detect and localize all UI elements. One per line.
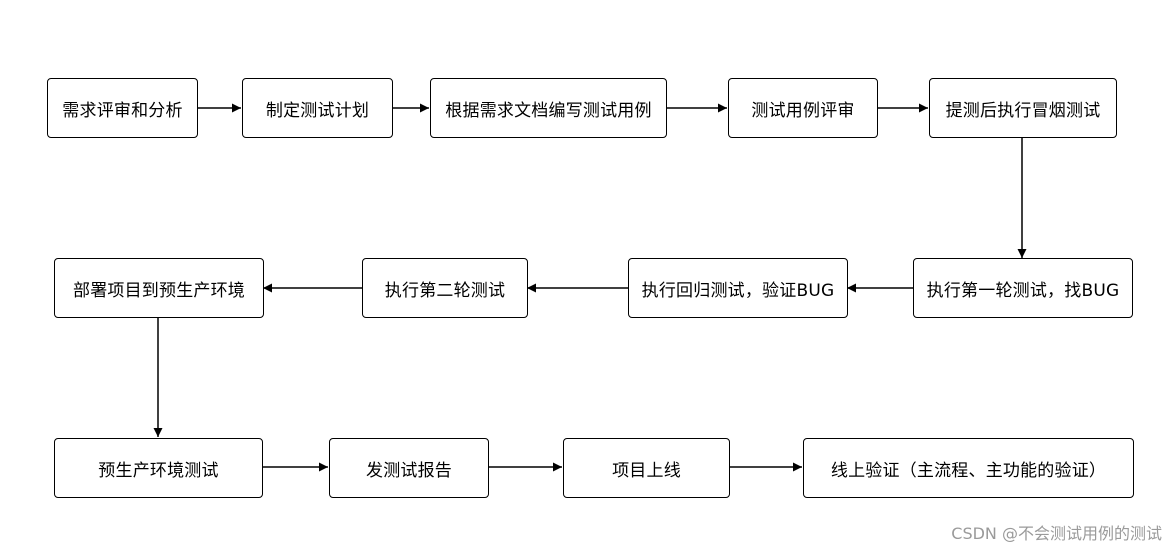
step-preproduction-test: 预生产环境测试 [54, 438, 263, 498]
step-write-test-cases: 根据需求文档编写测试用例 [430, 78, 667, 138]
step-first-round-test: 执行第一轮测试，找BUG [913, 258, 1133, 318]
watermark: CSDN @不会测试用例的测试 [951, 524, 1162, 543]
step-test-plan: 制定测试计划 [242, 78, 393, 138]
step-requirement-review: 需求评审和分析 [47, 78, 198, 138]
step-project-launch: 项目上线 [563, 438, 730, 498]
step-regression-test: 执行回归测试，验证BUG [628, 258, 848, 318]
step-send-test-report: 发测试报告 [329, 438, 489, 498]
step-deploy-preproduction: 部署项目到预生产环境 [54, 258, 264, 318]
step-second-round-test: 执行第二轮测试 [362, 258, 528, 318]
step-test-case-review: 测试用例评审 [728, 78, 878, 138]
step-smoke-test: 提测后执行冒烟测试 [929, 78, 1117, 138]
step-online-verification: 线上验证（主流程、主功能的验证） [803, 438, 1134, 498]
